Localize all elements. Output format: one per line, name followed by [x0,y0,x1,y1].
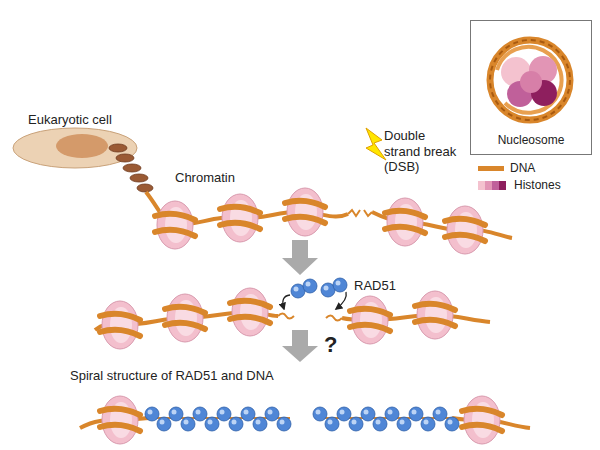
cell [13,128,137,168]
rad51-filament [313,407,459,431]
nucleosome [385,198,425,246]
legend-row: DNA [478,161,561,175]
curved-arrow [336,292,346,309]
nucleosome [445,206,485,254]
rad51-protein [333,278,347,292]
nucleosome [285,188,325,236]
box-title: Nucleosome [471,133,591,147]
nucleosome-structure [490,40,570,120]
histone-swatch [478,181,485,190]
lightning [366,128,386,160]
legend-row: Histones [478,178,561,192]
nucleus [56,134,108,158]
legend-swatch-group [478,181,508,190]
nucleosome [350,296,390,344]
dsb-label: Double strand break (DSB) [384,128,464,175]
legend: DNA Histones [478,161,561,196]
nucleosome [230,288,270,336]
rad51-protein [303,279,317,293]
process-arrow [282,330,318,362]
nucleosome [155,201,195,249]
protein-label: RAD51 [354,278,396,294]
histone-swatch [499,181,506,190]
rad51-filament [145,407,291,431]
curved-arrow [283,295,290,309]
question-mark: ? [324,332,337,358]
nucleosome [100,396,140,444]
broken-end [348,210,360,216]
chromatin-fiber [109,144,153,192]
chromatin-label: Chromatin [175,170,235,186]
nucleosome [165,294,205,342]
process-arrow [282,240,318,275]
histone-swatch [485,181,492,190]
ssdna [278,314,294,319]
caption-label: Spiral structure of RAD51 and DNA [70,368,274,384]
legend-swatch [478,166,504,171]
histone-swatch [492,181,499,190]
nucleosome [100,301,140,349]
legend-text: Histones [514,178,561,192]
inset-box: Nucleosome [470,20,592,155]
ssdna [326,316,342,321]
broken-end [364,210,372,216]
cell-label: Eukaryotic cell [28,112,112,128]
nucleosome [462,396,502,444]
nucleosome [415,291,455,339]
legend-text: DNA [510,161,535,175]
nucleosome [220,194,260,242]
